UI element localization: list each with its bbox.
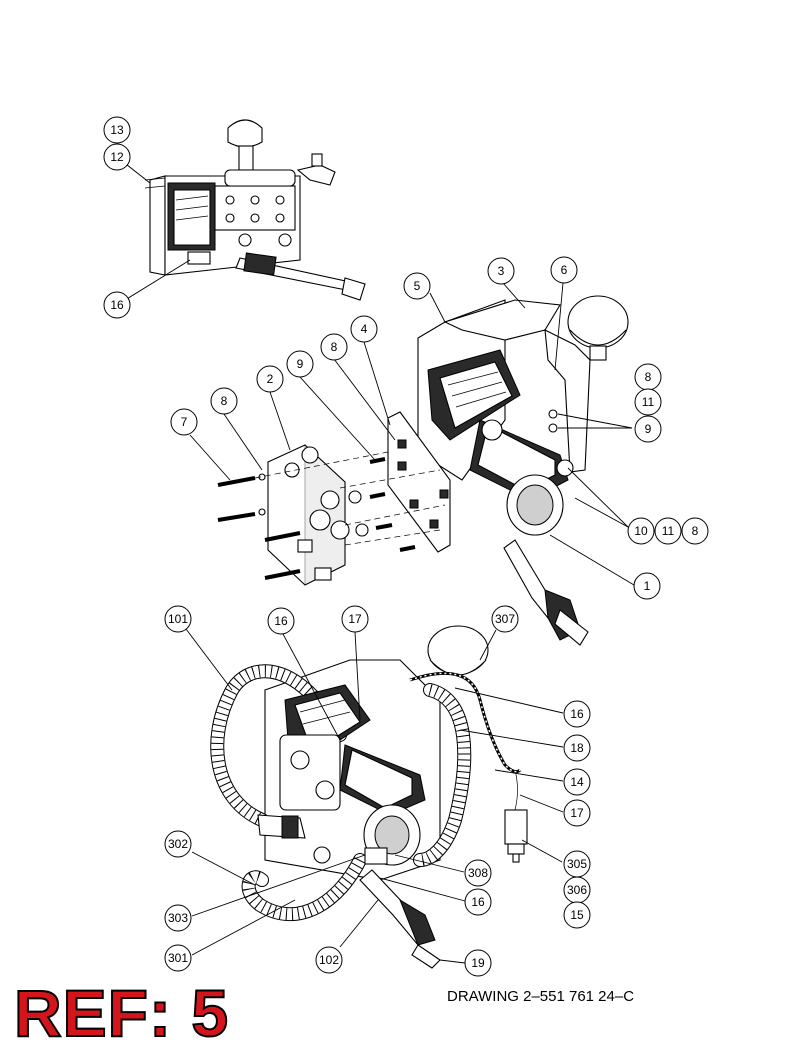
svg-text:305: 305 bbox=[567, 857, 587, 871]
callout-balloon: 8 bbox=[210, 387, 238, 415]
callout-balloon: 16 bbox=[103, 291, 131, 319]
svg-text:11: 11 bbox=[642, 395, 655, 409]
callout-balloon: 18 bbox=[563, 734, 591, 762]
callout-balloon: 13 bbox=[103, 116, 131, 144]
svg-text:101: 101 bbox=[168, 612, 188, 626]
callout-balloon: 19 bbox=[464, 949, 492, 977]
svg-text:16: 16 bbox=[570, 707, 584, 721]
svg-text:8: 8 bbox=[645, 370, 652, 384]
callout-balloon: 8 bbox=[320, 333, 348, 361]
callout-balloon: 3 bbox=[487, 257, 515, 285]
callout-balloon: 308 bbox=[464, 859, 492, 887]
svg-text:6: 6 bbox=[561, 263, 568, 277]
callout-balloons: 13 12 16 5 3 6 4 8 9 2 8 7 8 11 9 10 11 … bbox=[103, 116, 709, 977]
svg-text:302: 302 bbox=[168, 837, 188, 851]
callout-balloon: 9 bbox=[286, 350, 314, 378]
callout-balloon: 306 bbox=[563, 876, 591, 904]
svg-text:3: 3 bbox=[498, 264, 505, 278]
svg-text:307: 307 bbox=[495, 612, 515, 626]
svg-text:8: 8 bbox=[221, 394, 228, 408]
callout-balloon: 302 bbox=[164, 830, 192, 858]
callout-balloon: 307 bbox=[491, 605, 519, 633]
svg-text:13: 13 bbox=[110, 123, 124, 137]
svg-text:11: 11 bbox=[662, 524, 675, 538]
svg-text:5: 5 bbox=[414, 279, 421, 293]
callout-balloon: 17 bbox=[341, 605, 369, 633]
callout-balloon: 1 bbox=[633, 572, 661, 600]
callout-balloon: 6 bbox=[550, 256, 578, 284]
callout-balloon: 16 bbox=[563, 700, 591, 728]
svg-text:16: 16 bbox=[274, 614, 288, 628]
svg-text:16: 16 bbox=[110, 298, 124, 312]
callout-balloon: 17 bbox=[563, 799, 591, 827]
svg-text:9: 9 bbox=[645, 422, 652, 436]
svg-text:8: 8 bbox=[331, 340, 338, 354]
callout-balloon: 4 bbox=[350, 315, 378, 343]
svg-text:301: 301 bbox=[168, 951, 188, 965]
callout-balloon: 12 bbox=[103, 143, 131, 171]
callout-balloon: 15 bbox=[563, 901, 591, 929]
callout-balloon: 16 bbox=[464, 888, 492, 916]
callout-balloon: 10 bbox=[627, 517, 655, 545]
callout-balloon: 301 bbox=[164, 944, 192, 972]
svg-text:1: 1 bbox=[644, 579, 651, 593]
svg-text:9: 9 bbox=[297, 357, 304, 371]
callout-balloon: 7 bbox=[170, 408, 198, 436]
svg-text:16: 16 bbox=[471, 895, 485, 909]
svg-text:10: 10 bbox=[634, 524, 648, 538]
callout-balloon: 101 bbox=[164, 605, 192, 633]
ref-label: REF: 5 bbox=[13, 976, 230, 1050]
callout-balloon: 102 bbox=[315, 946, 343, 974]
svg-text:306: 306 bbox=[567, 883, 587, 897]
svg-text:17: 17 bbox=[570, 806, 584, 820]
svg-text:303: 303 bbox=[168, 911, 188, 925]
svg-text:102: 102 bbox=[319, 953, 339, 967]
svg-text:7: 7 bbox=[181, 415, 188, 429]
svg-text:2: 2 bbox=[267, 372, 274, 386]
bottom-assembly-view bbox=[210, 625, 528, 969]
svg-text:308: 308 bbox=[468, 866, 488, 880]
top-assembly-view bbox=[144, 119, 366, 301]
callout-balloon: 9 bbox=[634, 415, 662, 443]
svg-text:14: 14 bbox=[570, 775, 584, 789]
svg-text:17: 17 bbox=[348, 612, 362, 626]
callout-balloon: 303 bbox=[164, 904, 192, 932]
callout-balloon: 16 bbox=[267, 607, 295, 635]
svg-text:8: 8 bbox=[692, 524, 699, 538]
callout-balloon: 305 bbox=[563, 850, 591, 878]
callout-balloon: 8 bbox=[681, 517, 709, 545]
svg-text:15: 15 bbox=[570, 908, 584, 922]
svg-text:4: 4 bbox=[361, 322, 368, 336]
callout-balloon: 11 bbox=[654, 517, 682, 545]
callout-balloon: 5 bbox=[403, 272, 431, 300]
callout-balloon: 2 bbox=[256, 365, 284, 393]
middle-exploded-view bbox=[217, 295, 629, 646]
callout-balloon: 11 bbox=[634, 388, 662, 416]
svg-text:19: 19 bbox=[471, 956, 485, 970]
svg-text:12: 12 bbox=[110, 150, 124, 164]
drawing-number: DRAWING 2–551 761 24–C bbox=[447, 988, 635, 1005]
svg-text:18: 18 bbox=[570, 741, 584, 755]
callout-balloon: 8 bbox=[634, 363, 662, 391]
screw-set bbox=[217, 457, 416, 580]
callout-balloon: 14 bbox=[563, 768, 591, 796]
leader-lines bbox=[116, 156, 635, 964]
